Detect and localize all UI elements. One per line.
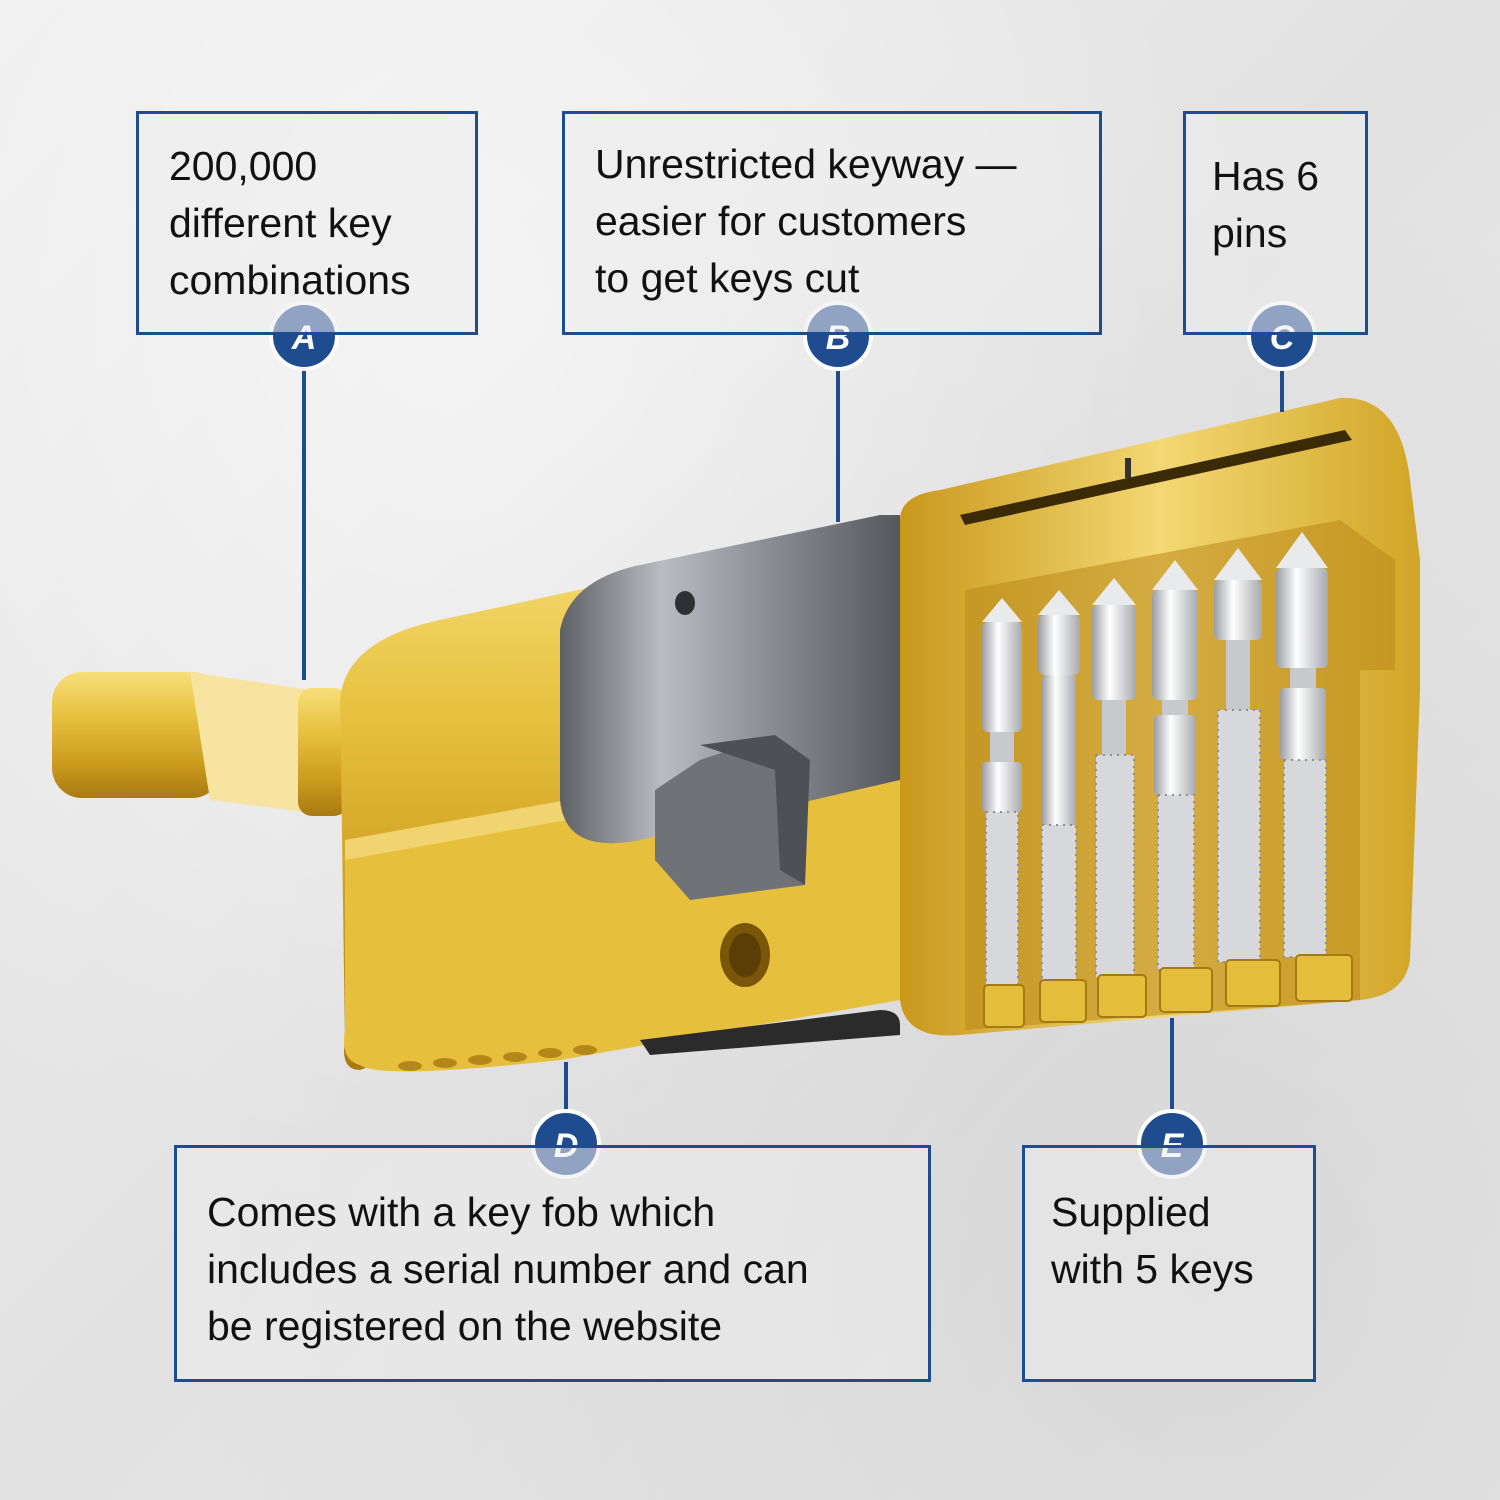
callout-c-line-1: Has 6: [1212, 153, 1320, 199]
connector-lines: [302, 368, 1284, 1112]
thumb-turn: [52, 672, 348, 816]
pin-stack-1: [982, 598, 1025, 1028]
steel-plug: [560, 515, 900, 900]
pin-stack-4: [1152, 560, 1213, 1013]
pin-stack-6: [1276, 532, 1353, 1002]
callout-a-box: 200,000 different key combinations: [136, 111, 478, 335]
callout-d-line-1: Comes with a key fob which: [207, 1189, 716, 1235]
callout-a-line-3: combinations: [169, 257, 411, 303]
callout-e-box: Supplied with 5 keys: [1022, 1145, 1316, 1382]
pin-stack-3: [1092, 578, 1147, 1018]
callout-b-line-2: easier for customers: [595, 198, 967, 244]
callout-d-line-2: includes a serial number and can: [207, 1246, 809, 1292]
callout-c-box: Has 6 pins: [1183, 111, 1368, 335]
pin-stack-5: [1214, 548, 1281, 1007]
callout-a-line-1: 200,000: [169, 143, 318, 189]
pin-stack-2: [1038, 590, 1087, 1023]
callout-d-box: Comes with a key fob which includes a se…: [174, 1145, 931, 1382]
callout-a-line-2: different key: [169, 200, 392, 246]
callout-b-box: Unrestricted keyway — easier for custome…: [562, 111, 1102, 335]
callout-b-line-3: to get keys cut: [595, 255, 860, 301]
pin-stack-group: [982, 532, 1353, 1028]
callout-e-line-1: Supplied: [1051, 1189, 1211, 1235]
callout-d-line-3: be registered on the website: [207, 1303, 723, 1349]
callout-b-line-1: Unrestricted keyway —: [595, 141, 1017, 187]
callout-e-line-2: with 5 keys: [1051, 1246, 1254, 1292]
callout-c-line-2: pins: [1212, 210, 1288, 256]
